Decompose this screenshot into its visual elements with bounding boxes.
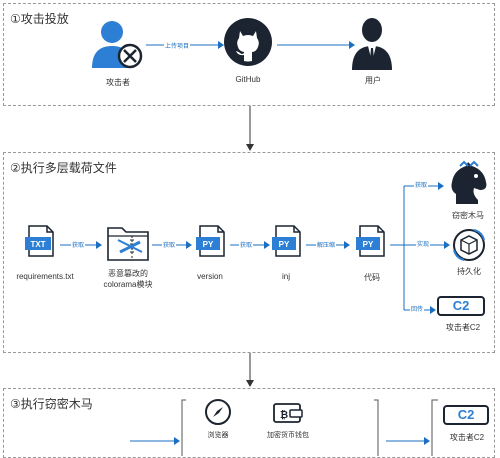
- arrow-stage1-to-stage2: [246, 106, 254, 151]
- section-title: ②执行多层载荷文件: [10, 161, 117, 175]
- c2-icon-stage3: C2: [443, 405, 489, 425]
- py-file-icon-code: [356, 225, 385, 257]
- file-label-colorama-line1: 恶意篡改的: [108, 269, 148, 278]
- arrow-stub-right: [386, 437, 430, 445]
- arrow-to-user: [277, 41, 355, 49]
- file-label-code: 代码: [364, 273, 380, 282]
- branch-label-trojan: 窃密木马: [452, 211, 484, 220]
- item-label-crypto-wallet: 加密货币钱包: [267, 432, 309, 439]
- persistence-icon: [453, 229, 485, 261]
- c2-tag: C2: [452, 298, 470, 313]
- file-tag-py-version: PY: [202, 240, 214, 249]
- trojan-horse-icon: [451, 160, 487, 204]
- file-tag-py-code: PY: [362, 240, 374, 249]
- branch-label-persistence: 持久化: [457, 267, 481, 276]
- file-label-colorama-line2: colorama模块: [103, 280, 153, 289]
- github-icon: [224, 18, 272, 66]
- data-group-bracket: [181, 399, 379, 456]
- edge-label-branch-implement: 实现: [416, 239, 431, 248]
- c2-icon: C2: [437, 296, 485, 316]
- browser-icon: [205, 399, 231, 425]
- crypto-wallet-icon: ₿: [273, 403, 303, 423]
- branch-label-c2: 攻击者C2: [445, 323, 481, 332]
- edge-label-get-3: 获取: [239, 240, 254, 249]
- file-label-inj: inj: [281, 272, 290, 281]
- c2-group-bracket: [431, 399, 438, 456]
- arrow-stage2-to-stage3: [246, 353, 254, 387]
- file-tag-txt: TXT: [30, 240, 46, 249]
- file-label-requirements: requirements.txt: [16, 272, 74, 281]
- user-label: 用户: [365, 76, 381, 85]
- colorama-folder-icon: [107, 227, 149, 261]
- c2-tag-stage3: C2: [457, 407, 475, 422]
- txt-file-icon: [25, 225, 54, 257]
- edge-label-upload: 上传项目: [164, 41, 191, 50]
- attacker-label: 攻击者: [106, 78, 130, 87]
- user-icon: [352, 18, 392, 70]
- file-label-version: version: [197, 272, 223, 281]
- section-title: ③执行窃密木马: [10, 397, 93, 411]
- svg-text:₿: ₿: [280, 409, 288, 421]
- section-title: ①攻击投放: [10, 12, 69, 26]
- edge-label-branch-get: 获取: [414, 180, 429, 189]
- edge-label-get-1: 获取: [71, 240, 86, 249]
- py-file-icon-version: [196, 225, 225, 257]
- edge-label-branch-return: 回传: [410, 304, 425, 313]
- py-file-icon-inj: [272, 225, 301, 257]
- attacker-icon: [92, 21, 143, 69]
- edge-label-decompress: 解压缩: [316, 240, 337, 249]
- file-tag-py-inj: PY: [278, 240, 290, 249]
- github-label: GitHub: [235, 75, 261, 84]
- item-label-browser: 浏览器: [207, 432, 229, 439]
- edge-label-get-2: 获取: [162, 240, 177, 249]
- arrow-stub-left: [130, 437, 180, 445]
- section-execute-trojan: ③执行窃密木马: [3, 388, 495, 458]
- c2-label-stage3: 攻击者C2: [449, 433, 485, 442]
